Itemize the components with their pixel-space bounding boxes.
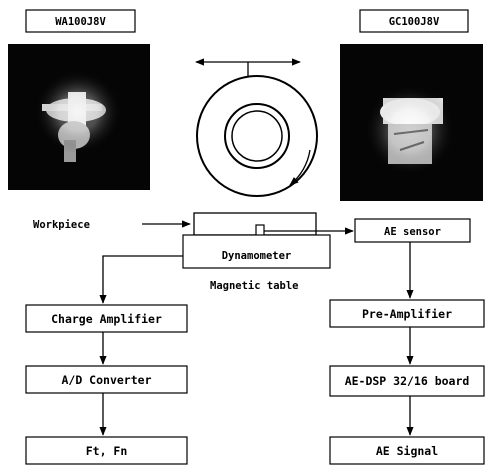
dynamometer: Dynamometer [182, 234, 331, 269]
dsp-board-label: AE-DSP 32/16 board [345, 374, 470, 388]
grinding-wheel [196, 75, 318, 197]
dyno-to-charge-arrow [99, 255, 183, 304]
ae-sensor-box: AE sensor [354, 218, 471, 243]
pre-amplifier-box: Pre-Amplifier [329, 299, 485, 328]
charge-amplifier-label: Charge Amplifier [51, 312, 162, 326]
wheel-photo-right [340, 44, 483, 201]
ae-sensor-label: AE sensor [384, 226, 441, 238]
charge-amplifier-box: Charge Amplifier [25, 304, 188, 333]
workpiece-label: Workpiece [33, 219, 90, 231]
pre-amplifier-label: Pre-Amplifier [362, 307, 452, 321]
wheel-label-left-text: WA100J8V [55, 16, 106, 28]
ae-output-label: AE Signal [376, 444, 438, 458]
wheel-photo-left [8, 44, 150, 190]
workpiece [193, 212, 317, 236]
magnetic-table-label: Magnetic table [210, 280, 299, 292]
ae-output-box: AE Signal [329, 436, 485, 465]
wheel-label-right: GC100J8V [359, 9, 469, 33]
force-output-box: Ft, Fn [25, 436, 188, 465]
dynamometer-label: Dynamometer [222, 250, 292, 262]
dsp-board-box: AE-DSP 32/16 board [329, 365, 485, 397]
force-output-label: Ft, Fn [86, 444, 128, 458]
ad-converter-label: A/D Converter [61, 373, 151, 387]
wheel-label-left: WA100J8V [25, 9, 136, 33]
wheel-label-right-text: GC100J8V [389, 16, 440, 28]
ad-converter-box: A/D Converter [25, 365, 188, 394]
